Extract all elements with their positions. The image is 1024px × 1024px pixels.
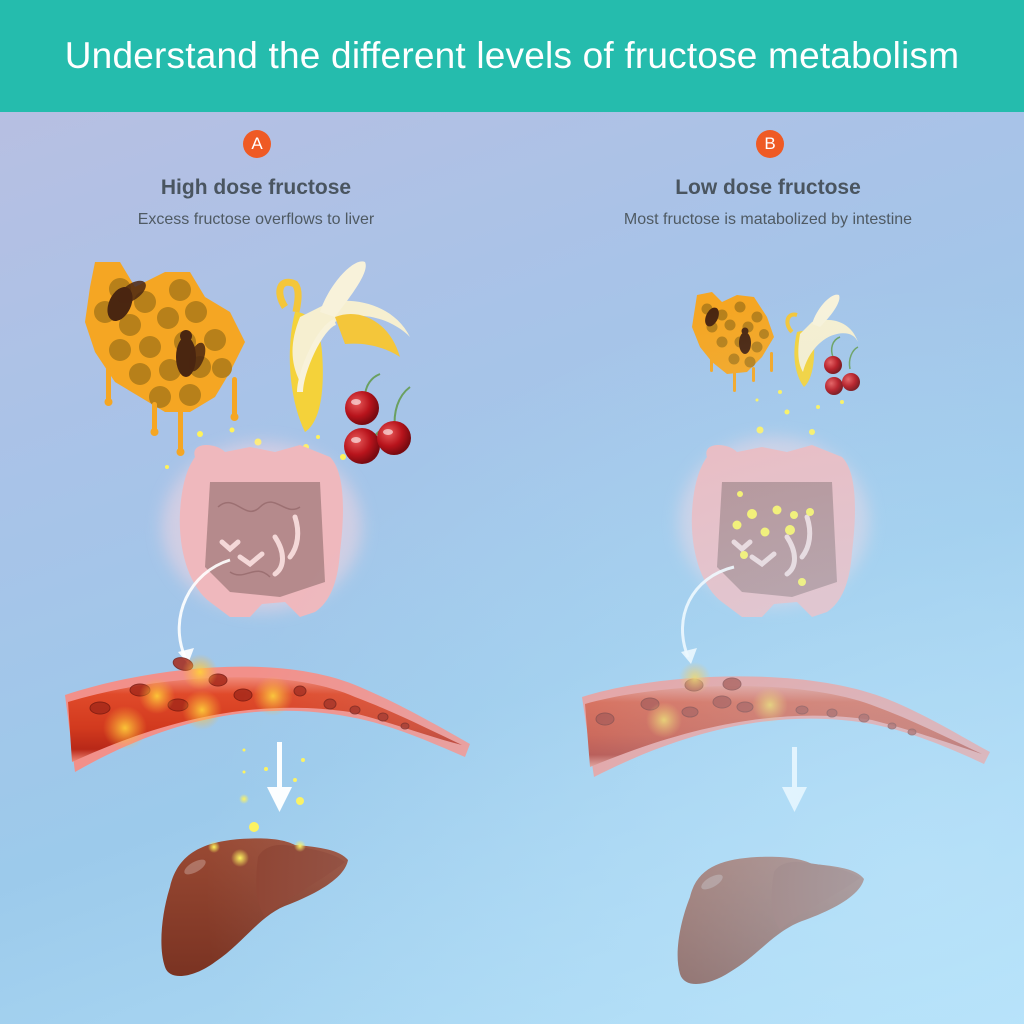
panel-badge-a: A [243,130,271,158]
panel-low-dose: B Low dose fructose Most fructose is mat… [512,112,1024,1024]
honeycomb-icon [85,262,245,456]
page-title: Understand the different levels of fruct… [64,35,960,76]
liver-icon [161,838,348,977]
intestine-icon [679,437,869,617]
liver-icon [677,856,864,985]
blood-vessel-icon [582,662,990,777]
curved-arrow-icon [681,565,735,658]
banana-icon [785,294,858,387]
panel-subtitle-a: Excess fructose overflows to liver [137,211,375,228]
cherries-icon [344,373,411,464]
down-arrow-icon [267,742,292,812]
panel-high-dose: A High dose fructose Excess fructose ove… [0,112,512,1024]
illustration-b [582,292,990,985]
panel-subtitle-b: Most fructose is matabolized by intestin… [623,211,913,228]
honeycomb-icon [692,292,774,392]
panel-title-a: High dose fructose [160,176,352,199]
fructose-particles [755,390,844,435]
down-arrow-icon [782,747,807,812]
cherries-icon [824,336,860,395]
bee-icon [107,280,206,377]
illustration-a [65,261,470,977]
header-banner: Understand the different levels of fruct… [0,0,1024,112]
banana-icon [276,261,410,432]
blood-vessel-icon [65,654,470,772]
curved-arrow-icon [177,558,231,658]
intestine-icon [162,442,362,617]
panel-badge-b: B [756,130,784,158]
diagram-canvas: A High dose fructose Excess fructose ove… [0,112,1024,1024]
panel-title-b: Low dose fructose [675,176,861,199]
